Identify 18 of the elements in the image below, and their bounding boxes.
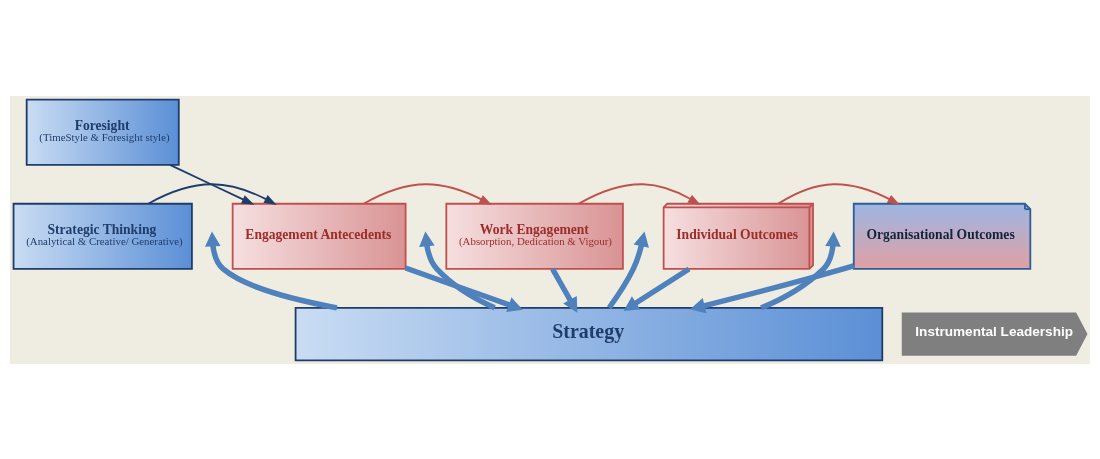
arrow <box>204 230 338 310</box>
node-box: Strategic Thinking (Analytical & Creative/ Generative) <box>12 202 193 270</box>
arrow <box>550 267 578 313</box>
arrow <box>606 231 649 309</box>
node-box: Work Engagement (Absorption, Dedication & Vigour) <box>445 202 624 270</box>
node-box: Strategy <box>294 306 884 361</box>
arrow <box>419 231 496 310</box>
node-box: Foresight (TimeStyle & Foresight style) <box>25 98 180 166</box>
arrow <box>623 266 691 311</box>
arrow <box>169 163 255 205</box>
arrow <box>362 182 492 205</box>
arrow <box>777 182 901 205</box>
arrow <box>690 262 855 313</box>
node-box: Engagement Antecedents <box>231 202 407 270</box>
arrow <box>404 264 523 312</box>
arrow <box>760 230 841 310</box>
arrow <box>147 182 277 205</box>
arrow <box>578 182 701 205</box>
